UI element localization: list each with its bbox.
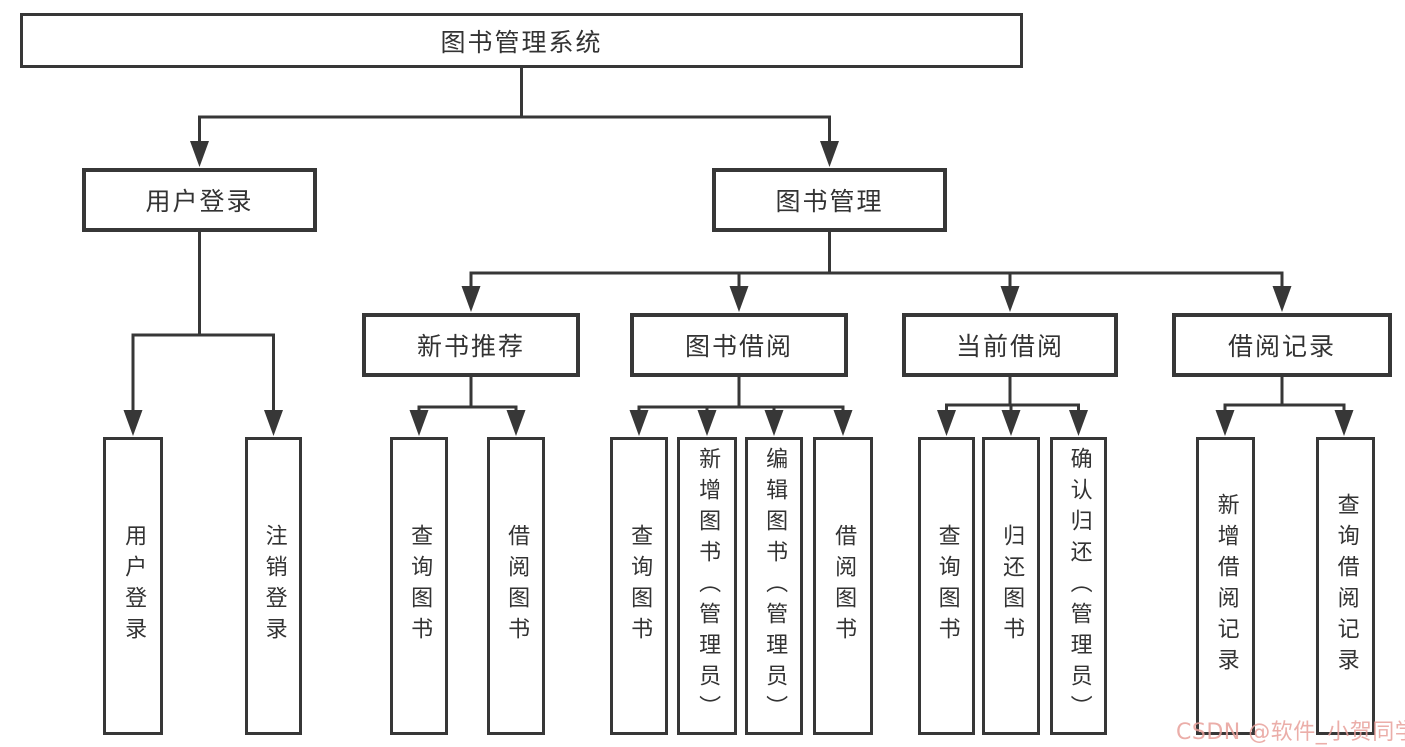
arrowhead-icon bbox=[764, 410, 784, 436]
node-current-borrow-label: 当前借阅 bbox=[955, 332, 1064, 361]
node-borrow-records-label: 借阅记录 bbox=[1227, 332, 1336, 361]
leaf-query-books-current: 查询图书 bbox=[918, 437, 975, 735]
leaf-borrow-books: 借阅图书 bbox=[813, 437, 873, 735]
leaf-edit-books-admin: 编辑图书（管理员） bbox=[745, 437, 803, 735]
node-book-management-label: 图书管理 bbox=[775, 187, 884, 216]
arrowhead-icon bbox=[123, 410, 143, 436]
leaf-borrow-books-recommend: 借阅图书 bbox=[487, 437, 545, 735]
arrowhead-icon bbox=[820, 141, 839, 167]
arrowhead-icon bbox=[506, 410, 526, 436]
arrowhead-icon bbox=[190, 141, 209, 167]
node-new-book-recommend-label: 新书推荐 bbox=[416, 332, 525, 361]
leaf-query-borrow-record-label: 查询借阅记录 bbox=[1333, 493, 1359, 679]
leaf-user-login: 用户登录 bbox=[103, 437, 163, 735]
leaf-confirm-return-admin: 确认归还（管理员） bbox=[1050, 437, 1107, 735]
node-root-label: 图书管理系统 bbox=[440, 27, 603, 57]
node-new-book-recommend: 新书推荐 bbox=[362, 313, 580, 377]
arrowhead-icon bbox=[1069, 410, 1088, 436]
leaf-query-books-recommend: 查询图书 bbox=[390, 437, 448, 735]
node-book-management: 图书管理 bbox=[712, 168, 947, 232]
arrowhead-icon bbox=[461, 286, 481, 312]
leaf-return-books-label: 归还图书 bbox=[999, 524, 1025, 648]
leaf-query-books-borrow-label: 查询图书 bbox=[627, 524, 653, 648]
csdn-watermark: CSDN @软件_小贺同学 bbox=[1176, 720, 1405, 745]
arrowhead-icon bbox=[1215, 410, 1235, 436]
arrowhead-icon bbox=[264, 410, 283, 436]
leaf-logout-label: 注销登录 bbox=[261, 524, 287, 648]
leaf-query-books-recommend-label: 查询图书 bbox=[407, 524, 433, 648]
arrowhead-icon bbox=[729, 286, 749, 312]
arrowhead-icon bbox=[937, 410, 956, 436]
node-book-borrow-label: 图书借阅 bbox=[684, 332, 793, 361]
node-book-borrow: 图书借阅 bbox=[630, 313, 848, 377]
leaf-query-borrow-record: 查询借阅记录 bbox=[1316, 437, 1375, 735]
arrowhead-icon bbox=[833, 410, 853, 436]
arrowhead-icon bbox=[697, 410, 717, 436]
node-user-login-label: 用户登录 bbox=[145, 187, 254, 216]
leaf-edit-books-admin-label: 编辑图书（管理员） bbox=[762, 446, 788, 726]
leaf-confirm-return-admin-label: 确认归还（管理员） bbox=[1066, 446, 1092, 726]
node-borrow-records: 借阅记录 bbox=[1172, 313, 1392, 377]
leaf-query-books-current-label: 查询图书 bbox=[934, 524, 960, 648]
arrowhead-icon bbox=[409, 410, 429, 436]
leaf-add-borrow-record-label: 新增借阅记录 bbox=[1213, 493, 1239, 679]
leaf-user-login-label: 用户登录 bbox=[121, 524, 147, 648]
leaf-query-books-borrow: 查询图书 bbox=[610, 437, 668, 735]
leaf-borrow-books-recommend-label: 借阅图书 bbox=[504, 524, 530, 648]
leaf-add-books-admin-label: 新增图书（管理员） bbox=[695, 446, 721, 726]
arrowhead-icon bbox=[1001, 410, 1021, 436]
arrowhead-icon bbox=[1272, 286, 1292, 312]
leaf-add-borrow-record: 新增借阅记录 bbox=[1196, 437, 1255, 735]
arrowhead-icon bbox=[629, 410, 649, 436]
leaf-add-books-admin: 新增图书（管理员） bbox=[677, 437, 737, 735]
node-current-borrow: 当前借阅 bbox=[902, 313, 1118, 377]
leaf-return-books: 归还图书 bbox=[982, 437, 1040, 735]
node-user-login: 用户登录 bbox=[82, 168, 317, 232]
arrowhead-icon bbox=[1000, 286, 1020, 312]
arrowhead-icon bbox=[1334, 410, 1354, 436]
node-root: 图书管理系统 bbox=[20, 13, 1023, 68]
leaf-borrow-books-label: 借阅图书 bbox=[831, 524, 857, 648]
leaf-logout: 注销登录 bbox=[245, 437, 302, 735]
